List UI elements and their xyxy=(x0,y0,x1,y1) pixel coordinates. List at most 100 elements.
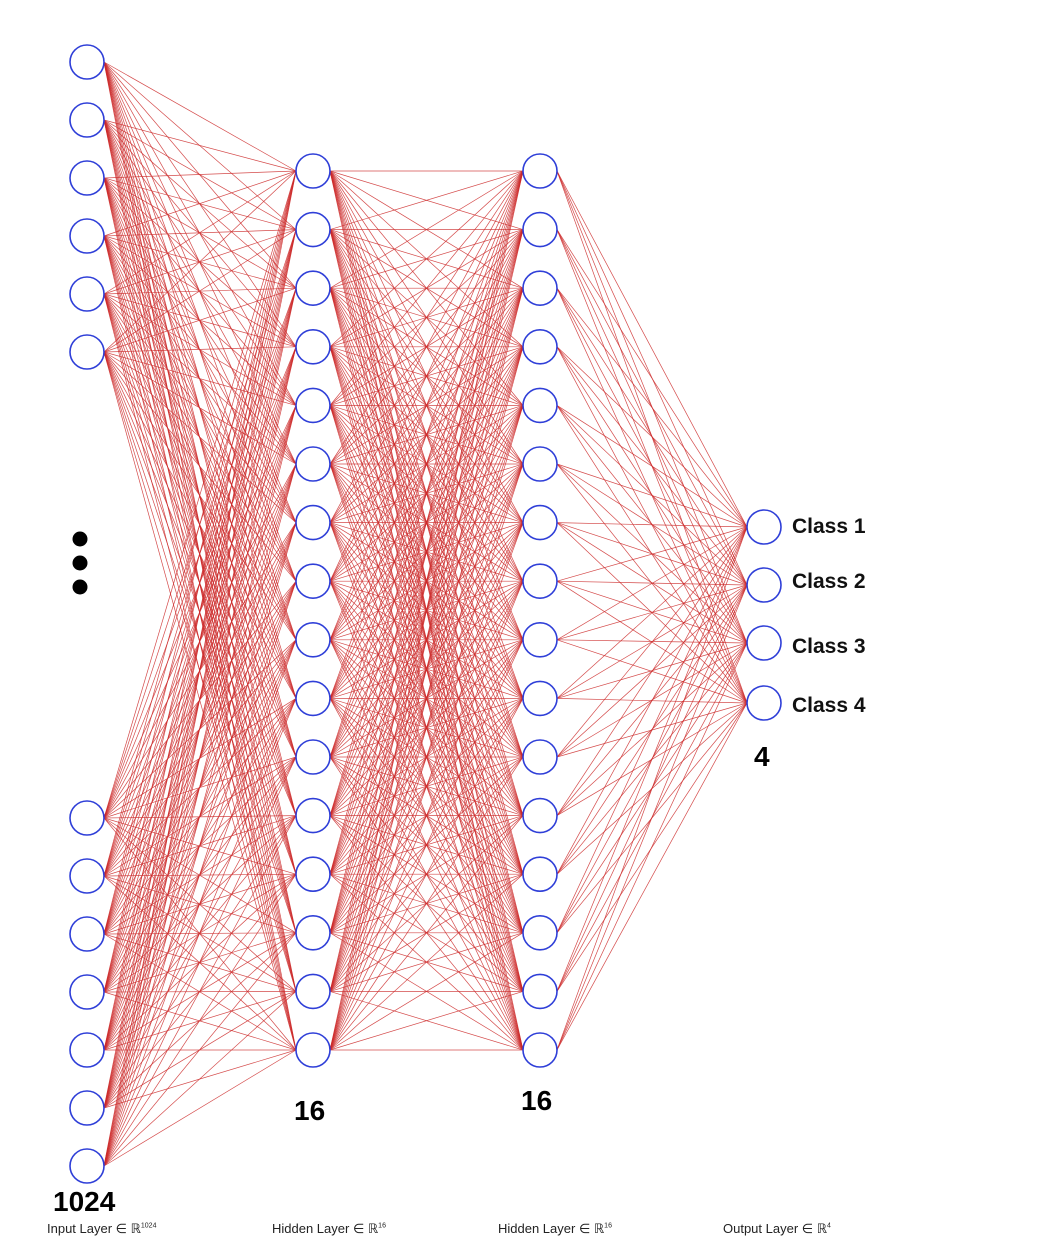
hidden-2-neuron-1 xyxy=(522,153,558,189)
connection-line xyxy=(556,526,748,641)
input-neuron-6 xyxy=(69,334,105,370)
connection-line xyxy=(329,463,524,1051)
input-neuron-9 xyxy=(69,916,105,952)
input-neuron-11 xyxy=(69,1032,105,1068)
hidden-1-neuron-6 xyxy=(295,446,331,482)
connection-line xyxy=(329,170,524,289)
connection-line xyxy=(103,170,297,179)
connection-line xyxy=(556,526,748,699)
input-neuron-13 xyxy=(69,1148,105,1184)
connection-line xyxy=(329,170,524,699)
connection-line xyxy=(329,991,524,1051)
connection-line xyxy=(329,170,524,523)
connection-line xyxy=(103,170,297,877)
connection-line xyxy=(103,463,297,1167)
connection-line xyxy=(103,170,297,1051)
connection-line xyxy=(103,351,297,640)
connection-line xyxy=(103,932,297,1167)
hidden-1-neuron-8 xyxy=(295,563,331,600)
output-neuron-2 xyxy=(746,567,782,603)
hidden-layer-2-caption: Hidden Layer ∈ ℝ16 xyxy=(498,1222,612,1235)
ellipsis-dot-3 xyxy=(72,579,88,595)
connection-line xyxy=(329,170,524,582)
output-layer-caption: Output Layer ∈ ℝ4 xyxy=(723,1222,831,1235)
hidden-layer-1-size-label: 16 xyxy=(294,1095,326,1126)
ellipsis-dot-1 xyxy=(72,531,88,547)
connection-line xyxy=(329,288,524,1051)
hidden-2-neuron-12 xyxy=(522,797,558,834)
hidden-1-neuron-9 xyxy=(295,621,331,658)
hidden-2-neuron-7 xyxy=(522,504,558,541)
connection-line xyxy=(556,229,748,528)
hidden-2-neuron-5 xyxy=(522,387,558,424)
connection-line xyxy=(103,815,297,1167)
ellipsis-dot-2 xyxy=(72,555,88,571)
connection-line xyxy=(329,170,524,875)
hidden-1-neuron-15 xyxy=(295,973,331,1010)
hidden-2-neuron-16 xyxy=(522,1032,558,1068)
output-layer-caption-text: Output Layer ∈ ℝ xyxy=(723,1221,827,1236)
input-neuron-4 xyxy=(69,218,105,254)
connection-line xyxy=(103,351,297,1051)
connection-line xyxy=(103,874,297,1167)
input-neuron-1 xyxy=(69,44,105,80)
input-neuron-5 xyxy=(69,276,105,312)
neurons xyxy=(69,44,782,1184)
hidden-2-neuron-4 xyxy=(522,328,558,365)
connection-line xyxy=(103,581,297,1167)
connection-line xyxy=(103,229,297,353)
connection-line xyxy=(329,698,524,1051)
hidden-layer-2-caption-text: Hidden Layer ∈ ℝ xyxy=(498,1221,605,1236)
connection-line xyxy=(103,351,297,875)
connection-line xyxy=(103,351,297,758)
hidden-1-neuron-7 xyxy=(295,504,331,541)
input-layer-size-label: 1024 xyxy=(53,1186,116,1217)
connection-line xyxy=(103,170,297,353)
class-2-label: Class 2 xyxy=(792,570,866,593)
connection-line xyxy=(556,405,748,528)
hidden-2-neuron-2 xyxy=(522,211,558,248)
hidden-layer-1-caption: Hidden Layer ∈ ℝ16 xyxy=(272,1222,386,1235)
connection-line xyxy=(329,170,524,933)
input-neuron-3 xyxy=(69,160,105,196)
connection-line xyxy=(329,170,524,465)
hidden-1-neuron-10 xyxy=(295,680,331,717)
connection-line xyxy=(103,351,297,933)
connection-line xyxy=(556,526,748,816)
connection-line xyxy=(103,170,297,935)
connection-line xyxy=(329,170,524,1051)
connection-line xyxy=(556,702,748,1051)
hidden-1-neuron-12 xyxy=(295,797,331,834)
connection-line xyxy=(556,642,748,1051)
connection-line xyxy=(556,287,748,528)
connection-line xyxy=(103,346,297,1167)
connection-line xyxy=(329,405,524,1051)
connection-line xyxy=(103,991,297,1167)
hidden-layer-1-caption-exponent: 16 xyxy=(378,1222,386,1230)
connection-line xyxy=(556,526,748,875)
input-neuron-7 xyxy=(69,800,105,836)
connection-line xyxy=(329,170,524,640)
hidden-1-neuron-14 xyxy=(295,914,331,951)
connection-line xyxy=(103,405,297,1167)
hidden-2-neuron-10 xyxy=(522,680,558,717)
connection-line xyxy=(103,61,297,172)
connection-line xyxy=(556,526,748,933)
connection-line xyxy=(329,170,524,992)
hidden-2-neuron-11 xyxy=(522,739,558,775)
hidden-1-neuron-1 xyxy=(295,153,331,189)
connection-line xyxy=(329,170,524,348)
connection-line xyxy=(329,522,524,1051)
output-neuron-4 xyxy=(746,685,782,721)
input-layer-caption: Input Layer ∈ ℝ1024 xyxy=(47,1222,156,1235)
connection-line xyxy=(103,170,297,993)
hidden-2-neuron-9 xyxy=(522,621,558,658)
connection-line xyxy=(103,119,297,172)
connection-line xyxy=(103,351,297,816)
input-neuron-12 xyxy=(69,1090,105,1126)
input-neuron-8 xyxy=(69,858,105,894)
hidden-layer-2-size-label: 16 xyxy=(521,1085,553,1116)
class-1-label: Class 1 xyxy=(792,515,866,538)
connection-line xyxy=(103,170,297,237)
